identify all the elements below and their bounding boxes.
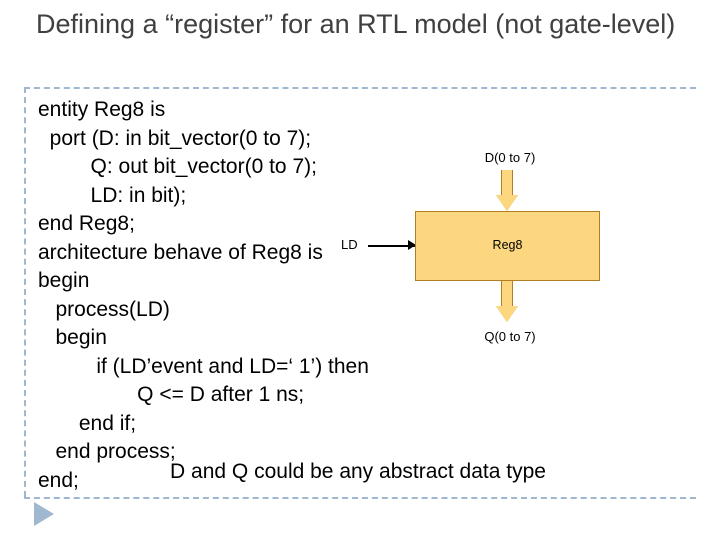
arrow-down-icon (496, 170, 518, 212)
caption-text: D and Q could be any abstract data type (170, 460, 546, 483)
vhdl-code-block: entity Reg8 is port (D: in bit_vector(0 … (38, 98, 369, 492)
clock-input-line (368, 245, 415, 247)
register-box: Reg8 (415, 211, 600, 281)
register-diagram: D(0 to 7) LD Reg8 Q(0 to 7) (340, 150, 600, 365)
page-title: Defining a “register” for an RTL model (… (36, 9, 676, 39)
clock-input-label: LD (341, 237, 358, 252)
clock-input-arrowhead (408, 240, 416, 250)
bottom-divider (24, 497, 696, 499)
arrow-head (496, 306, 518, 322)
play-triangle-icon[interactable] (34, 502, 54, 526)
input-label: D(0 to 7) (484, 150, 536, 165)
arrow-shaft (501, 170, 513, 196)
arrow-down-icon (496, 281, 518, 323)
title-divider (24, 87, 696, 89)
arrow-head (496, 195, 518, 211)
left-accent-rule (24, 87, 26, 497)
arrow-shaft (501, 281, 513, 307)
output-label: Q(0 to 7) (484, 329, 536, 344)
register-box-label: Reg8 (492, 238, 523, 252)
